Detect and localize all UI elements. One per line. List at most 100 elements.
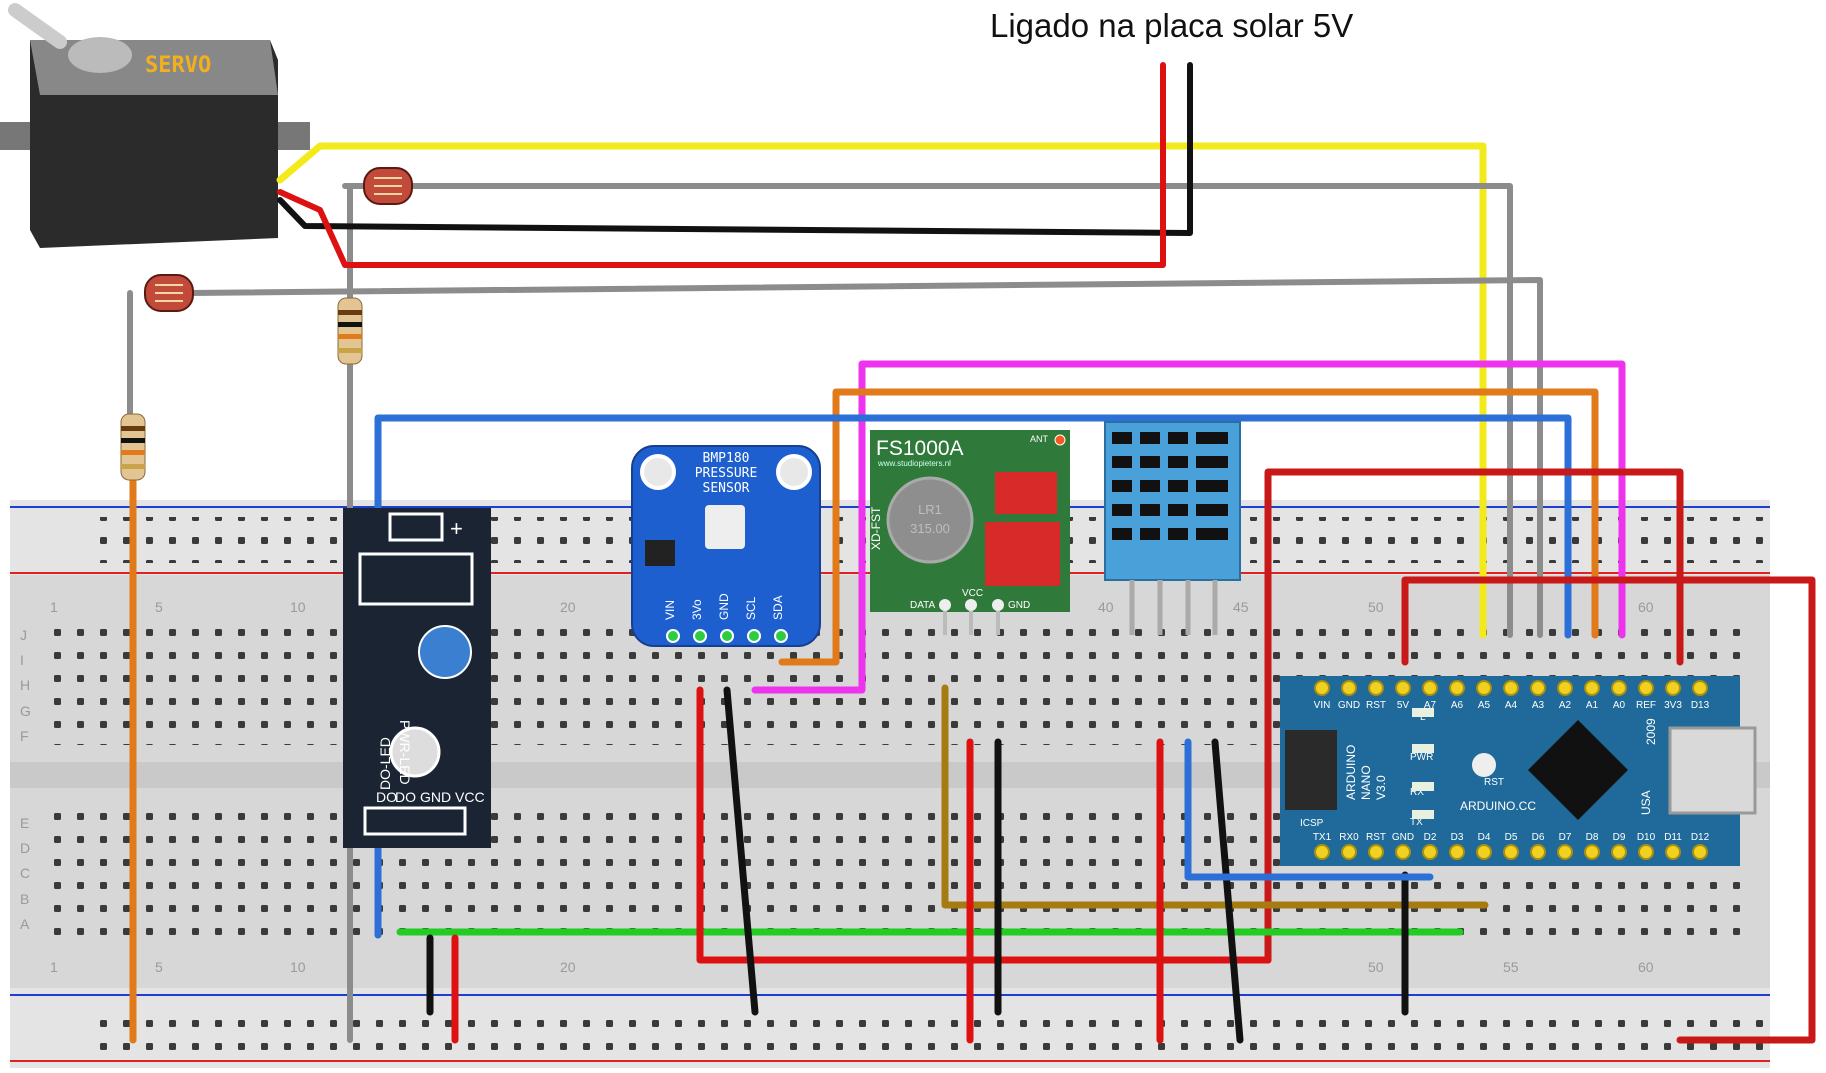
nano-pin-label: D9 [1613,832,1626,843]
nano-leds [1412,708,1434,819]
resistor-2 [120,413,146,481]
nano-pin-label: D7 [1559,832,1572,843]
bmp180-hole [640,454,676,490]
column-number: 55 [1503,959,1519,975]
nano-pin-label: D2 [1424,832,1437,843]
nano-led-label: PWR [1410,752,1433,763]
nano-pin-label: A3 [1532,700,1545,711]
wire-red-bmp [696,686,1272,964]
nano-pin-label: D10 [1637,832,1656,843]
nano-pin-label: A0 [1613,700,1626,711]
nano-pin-label: 3V3 [1664,700,1682,711]
fs1000a-ant: ANT [1030,434,1049,444]
nano-cc-text: ARDUINO.CC [1460,799,1536,813]
wire-gray-ldr1 [342,183,1513,638]
ir-sensor-pin-label: GND [420,789,451,805]
title-text: Ligado na placa solar 5V [990,7,1353,44]
nano-bottom-pin-labels: TX1 RX0 RST GND D2 D3 D4 D5 D6 D7 D8 D9 … [1313,832,1710,843]
bmp180-pins [666,629,788,643]
row-letter: F [20,728,29,744]
fs1000a-pin-label: GND [1008,600,1030,611]
row-letter: E [20,815,29,831]
ir-sensor-photodiode [389,726,441,778]
nano-top-pin-labels: VIN GND RST 5V A7 A6 A5 A4 A3 A2 A1 A0 R… [1314,700,1710,711]
bmp180-sensor: BMP180 PRESSURE SENSOR VIN 3Vo GND SCL S… [631,445,821,647]
nano-led-label: L [1420,712,1426,723]
fs1000a-pin-label: DATA [910,600,936,611]
bottom-rail-holes [85,1005,1765,1051]
resistor-band [121,426,145,431]
wire-brown [941,684,1489,909]
ir-sensor-ic [358,552,474,606]
resistor-band [338,348,362,353]
row-letter: D [20,840,30,856]
fs1000a-pin-label: VCC [962,588,983,599]
nano-year: 2009 [1644,718,1658,745]
column-number: 50 [1368,599,1384,615]
ldr-1 [363,167,413,205]
servo-arm [8,3,67,49]
bmp180-pin-label: VIN [663,600,677,620]
nano-board [1280,676,1740,866]
column-number: 20 [560,599,576,615]
bmp180-pin-label: 3Vo [690,599,704,620]
row-letter: J [20,627,27,643]
ir-sensor-board [343,508,491,848]
column-number: 40 [1098,599,1114,615]
resistor-band [121,450,145,455]
nano-pin-label: A7 [1424,700,1437,711]
nano-pin-label: A6 [1451,700,1464,711]
ir-sensor-header [363,806,467,836]
row-letter: H [20,677,30,693]
nano-pin-label: REF [1636,700,1656,711]
nano-pin-label: TX1 [1313,832,1332,843]
bmp180-pin-label: SDA [771,595,785,620]
column-number: 60 [1638,959,1654,975]
nano-pin-label: D4 [1478,832,1491,843]
fs1000a-chip-bottom [985,522,1060,586]
wire-gray-ldr2 [187,277,1543,638]
nano-pin-label: D12 [1691,832,1710,843]
ir-sensor-plus: + [450,516,463,541]
nano-reset-button[interactable] [1472,753,1496,777]
nano-usa: USA [1639,790,1653,815]
wire-black-servo [277,62,1193,236]
nano-pin-label: D8 [1586,832,1599,843]
nano-pin-label: D13 [1691,700,1710,711]
nano-pin-label: RST [1366,832,1386,843]
column-number: 5 [155,599,163,615]
nano-pin-label: GND [1338,700,1360,711]
ir-sensor-module: + DO-LED PWR-LED DO DO GND VCC [343,508,491,848]
ldr-track [374,177,402,195]
resistor-band [338,310,362,315]
nano-board-text: ARDUINO [1344,745,1358,800]
resistor-body [120,413,146,481]
nano-pin-label: GND [1392,832,1414,843]
fs1000a-antenna-pad [1054,434,1066,446]
bmp180-chip [705,505,745,549]
wire-black-bmp [723,686,759,1016]
column-number: 50 [1368,959,1384,975]
column-number: 10 [290,959,306,975]
nano-pin-label: D6 [1532,832,1545,843]
fs1000a-crystal-line2: 315.00 [910,521,950,536]
nano-pin-label: D11 [1664,832,1682,843]
nano-pin-label: D5 [1505,832,1518,843]
bmp180-title: PRESSURE [695,466,758,481]
dht-sensor [1104,421,1241,635]
fs1000a-side: XD-FST [869,506,883,550]
wire-black-dht [1211,738,1244,1044]
column-number: 20 [560,959,576,975]
fs1000a-pins [939,599,1004,611]
fs1000a-crystal-line1: LR1 [918,502,942,517]
nano-board-text: NANO [1359,765,1373,800]
resistor-body [337,297,363,365]
ir-sensor-pwrled: PWR-LED [397,720,413,785]
resistor-band [121,438,145,443]
nano-led-label: TX [1410,817,1423,828]
fs1000a-transmitter: FS1000A www.studiopieters.nl ANT XD-FST … [869,430,1070,635]
nano-usb-connector [1668,726,1757,815]
wire-red-nano-top [1264,468,1684,964]
nano-pin-label: A4 [1505,700,1518,711]
